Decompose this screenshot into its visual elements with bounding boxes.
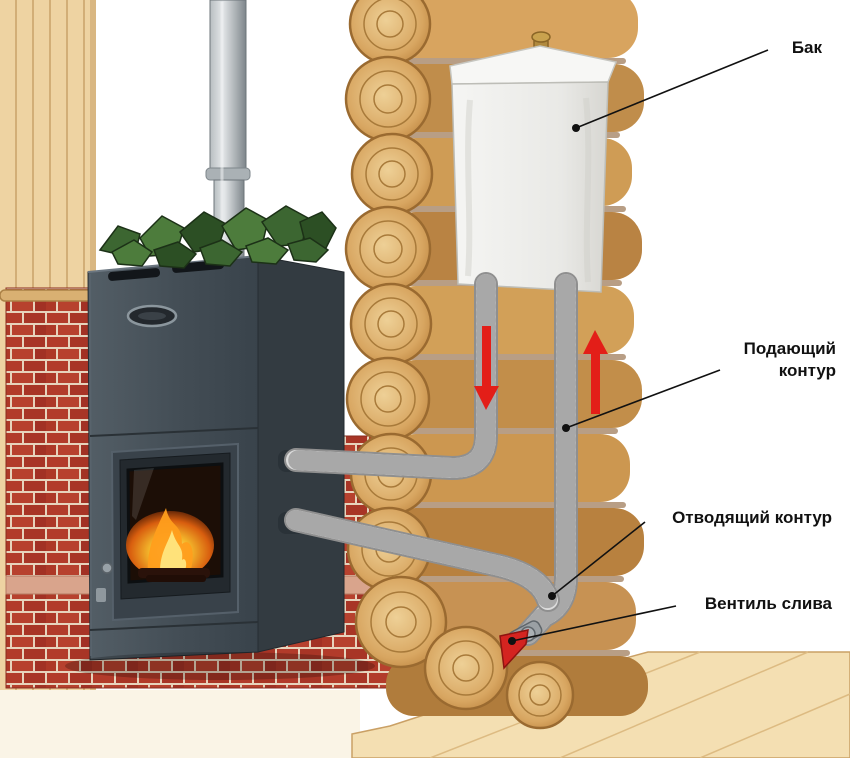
leader-dots <box>508 124 580 645</box>
leader-line-return <box>551 521 646 597</box>
return-pipe <box>516 272 578 646</box>
door-handle <box>101 562 113 574</box>
label-supply-circuit: Подающий контур <box>743 339 836 380</box>
supply-pipe <box>284 272 498 481</box>
sauna-stones <box>98 205 337 269</box>
lower-pipe <box>284 508 560 612</box>
stove-door <box>96 442 239 622</box>
leader-dot-drain <box>508 637 516 645</box>
tank-front-face <box>451 81 609 293</box>
leader-dot-tank <box>572 124 580 132</box>
water-tank <box>449 31 618 293</box>
flow-arrow-down <box>474 326 499 410</box>
brand-plate <box>126 304 178 328</box>
wall-railing <box>0 289 93 302</box>
leader-line-supply <box>565 369 721 429</box>
pipes <box>284 272 578 646</box>
leader-line-drain <box>511 605 677 642</box>
leader-lines <box>511 49 769 642</box>
flow-arrow-up <box>583 330 608 414</box>
fire <box>126 508 214 582</box>
tank-top-face <box>449 45 618 85</box>
leader-dot-supply <box>562 424 570 432</box>
door-latch <box>96 588 106 602</box>
label-tank: Бак <box>791 38 822 57</box>
label-return-circuit: Отводящий контур <box>672 508 832 527</box>
leader-dot-return <box>548 592 556 600</box>
stove <box>65 255 375 680</box>
stove-vent-slot <box>108 268 161 281</box>
flow-arrows <box>474 326 608 414</box>
label-drain-valve: Вентиль слива <box>704 594 832 613</box>
leader-line-tank <box>575 49 769 129</box>
